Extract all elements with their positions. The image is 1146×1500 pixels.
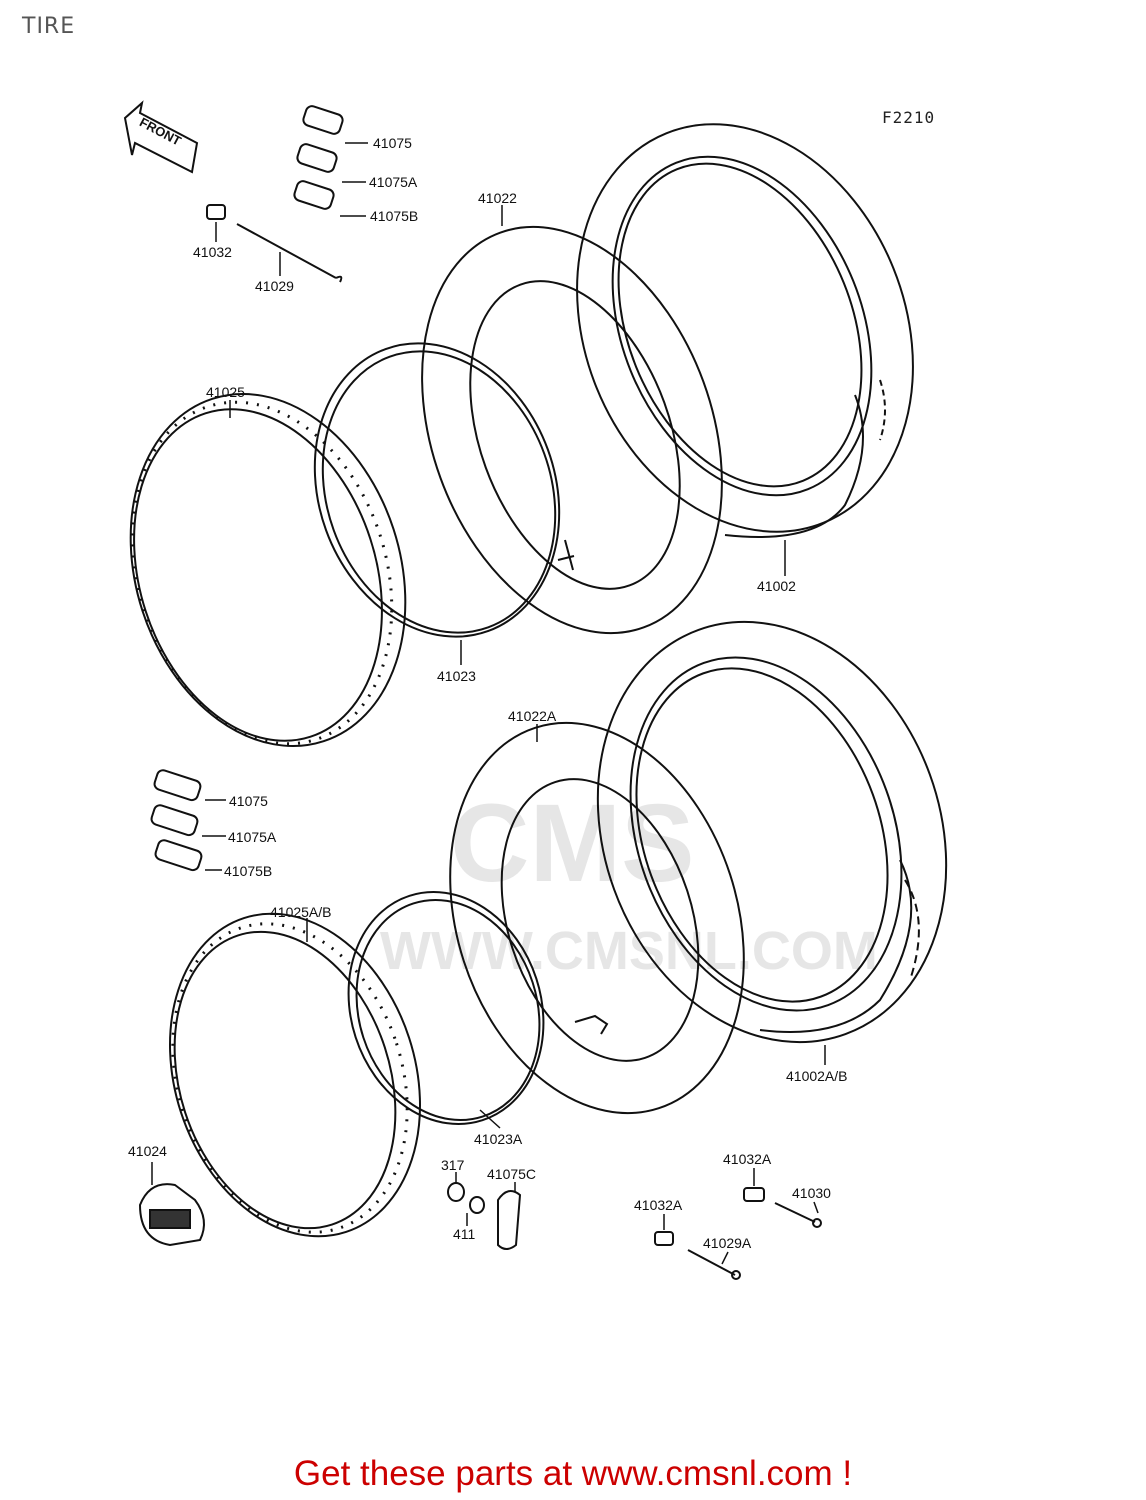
front-arrow-icon xyxy=(123,100,199,174)
label-41075-top: 41075 xyxy=(373,135,412,151)
spoke-nipple-icon xyxy=(743,1187,765,1202)
spoke-icon xyxy=(774,1202,822,1228)
label-317: 317 xyxy=(441,1157,465,1173)
label-41025: 41025 xyxy=(206,384,245,400)
label-41075b-top: 41075B xyxy=(370,208,419,224)
washer-icon xyxy=(469,1196,485,1214)
label-41030: 41030 xyxy=(792,1185,831,1201)
inner-tube-icon xyxy=(421,225,723,635)
label-41075a-mid: 41075A xyxy=(228,829,277,845)
spoke-nipple-icon xyxy=(206,204,226,220)
footer-cta-link[interactable]: Get these parts at www.cmsnl.com ! xyxy=(293,1454,853,1493)
valve-cap-icon xyxy=(293,105,344,210)
rear-rim-icon xyxy=(169,912,421,1238)
spoke-nipple-icon xyxy=(654,1231,674,1246)
label-41023a: 41023A xyxy=(474,1131,523,1147)
page-title: TIRE xyxy=(22,14,76,39)
label-41023: 41023 xyxy=(437,668,476,684)
spoke-icon xyxy=(687,1249,741,1280)
watermark-url: WWW.CMSNL.COM xyxy=(380,921,878,981)
label-41075a-top: 41075A xyxy=(369,174,418,190)
rim-lock-icon xyxy=(138,1183,205,1247)
label-41032: 41032 xyxy=(193,244,232,260)
front-rim-icon xyxy=(129,393,407,747)
label-41029a: 41029A xyxy=(703,1235,752,1251)
label-41075b-mid: 41075B xyxy=(224,863,273,879)
label-41032a-left: 41032A xyxy=(634,1197,683,1213)
label-41075-mid: 41075 xyxy=(229,793,268,809)
label-41002ab: 41002A/B xyxy=(786,1068,848,1084)
inner-tube-icon xyxy=(449,721,745,1115)
label-41025ab: 41025A/B xyxy=(270,904,332,920)
nut-icon xyxy=(447,1182,465,1202)
label-41029: 41029 xyxy=(255,278,294,294)
spoke-icon xyxy=(236,223,343,283)
valve-cap-icon xyxy=(150,769,203,872)
label-411: 411 xyxy=(453,1226,476,1242)
label-41024: 41024 xyxy=(128,1143,167,1159)
label-41002: 41002 xyxy=(757,578,796,594)
label-41022a: 41022A xyxy=(508,708,557,724)
label-41075c: 41075C xyxy=(487,1166,537,1182)
rim-band-icon xyxy=(347,890,545,1126)
front-tire-icon xyxy=(576,123,914,538)
figure-code: F2210 xyxy=(882,108,936,127)
label-41032a-right: 41032A xyxy=(723,1151,772,1167)
label-41022: 41022 xyxy=(478,190,517,206)
valve-cap-icon xyxy=(497,1190,522,1250)
rear-tire-icon xyxy=(596,620,948,1044)
rim-band-icon xyxy=(313,342,561,638)
